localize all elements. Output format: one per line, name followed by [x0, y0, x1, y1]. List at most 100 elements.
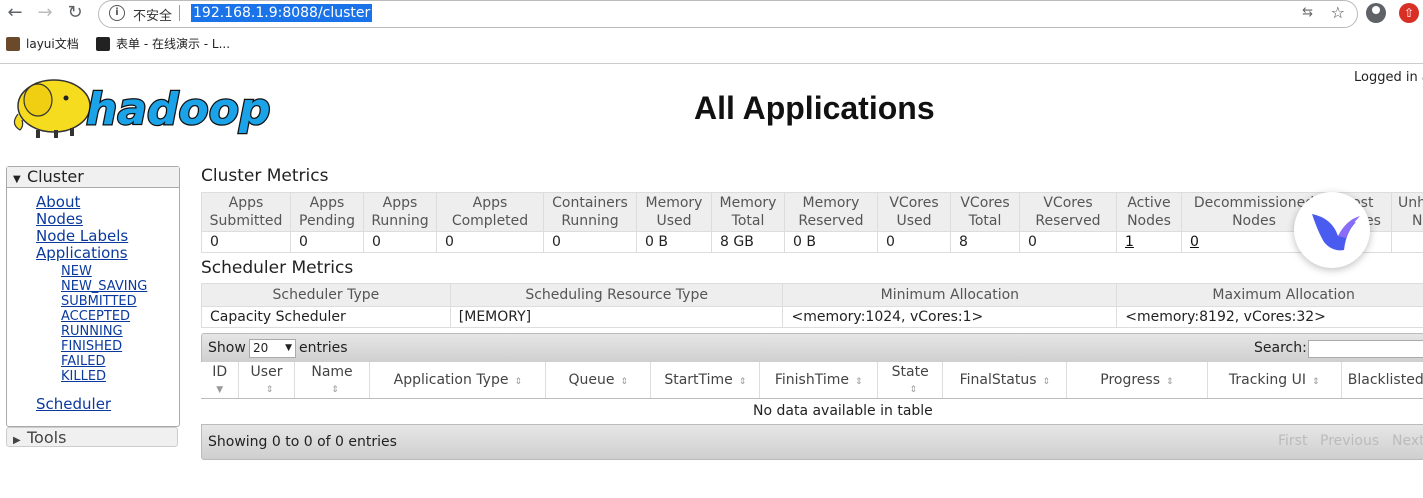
sidebar-state-finished[interactable]: FINISHED	[61, 339, 123, 354]
browser-chrome: ← → ↻ i 不安全 192.168.1.9:8088/cluster ⇆ ☆…	[0, 0, 1423, 64]
metrics-cell: 0	[543, 231, 637, 253]
sidebar-state-killed[interactable]: KILLED	[61, 369, 107, 384]
empty-table-message: No data available in table	[753, 403, 933, 419]
scheduler-metrics-table: Scheduler Type Scheduling Resource Type …	[201, 283, 1423, 328]
metrics-col-header-line2: Reserved	[1035, 213, 1101, 229]
apps-col-state[interactable]: State ⇕	[877, 362, 944, 399]
sort-icon: ⇕	[1166, 377, 1174, 387]
sidebar-item-about[interactable]: About	[36, 193, 81, 211]
back-arrow-icon[interactable]: ←	[7, 2, 23, 23]
datatable-top-bar: Show 20 ▼ entries Search:	[201, 333, 1423, 363]
apps-col-progress[interactable]: Progress ⇕	[1066, 362, 1208, 399]
entries-label: entries	[299, 340, 348, 356]
bookmark-form-demo[interactable]: 表单 - 在线演示 - L...	[96, 35, 230, 52]
apps-col-label: Name	[311, 364, 353, 380]
apps-col-label: Progress	[1100, 372, 1161, 388]
sort-icon: ⇕	[620, 377, 628, 387]
sort-icon: ⇕	[1042, 377, 1051, 387]
translate-icon[interactable]: ⇆	[1302, 5, 1313, 20]
profile-avatar-icon[interactable]	[1366, 3, 1386, 23]
sidebar-state-failed[interactable]: FAILED	[61, 354, 106, 369]
metrics-col-header-line1: Active	[1127, 195, 1171, 211]
bookmark-layui[interactable]: layui文档	[6, 35, 79, 52]
sched-cell-type: Capacity Scheduler	[201, 306, 451, 328]
sidebar-cluster-header[interactable]: ▼ Cluster	[7, 167, 179, 188]
scheduler-metrics-wrapper: Scheduler Type Scheduling Resource Type …	[201, 283, 1423, 329]
apps-col-blacklisted[interactable]: Blacklisted Nod	[1341, 362, 1423, 399]
apps-col-finalstatus[interactable]: FinalStatus⇕	[942, 362, 1068, 399]
apps-col-type[interactable]: Application Type⇕	[369, 362, 547, 399]
metrics-value: 0	[210, 234, 219, 250]
info-icon[interactable]: i	[109, 5, 125, 21]
apps-table: ID▼ User⇕ Name ⇕ Application Type⇕ Queue⇕…	[201, 362, 1423, 423]
metrics-col-header-line1: Unhealthy	[1398, 195, 1423, 211]
sort-icon: ⇕	[331, 385, 339, 395]
apps-col-finishtime[interactable]: FinishTime⇕	[759, 362, 878, 399]
metrics-cell: 0	[363, 231, 437, 253]
apps-col-label: State	[891, 364, 929, 380]
sidebar-item-nodes[interactable]: Nodes	[36, 210, 83, 228]
apps-col-queue[interactable]: Queue⇕	[545, 362, 652, 399]
metrics-value: 8	[959, 234, 968, 250]
sidebar-state-new-saving[interactable]: NEW_SAVING	[61, 279, 148, 294]
sort-desc-icon: ▼	[216, 385, 224, 395]
url-text[interactable]: 192.168.1.9:8088/cluster	[191, 4, 373, 22]
metrics-cell: 0	[1019, 231, 1117, 253]
sidebar-item-node-labels[interactable]: Node Labels	[36, 227, 129, 245]
apps-col-label: Tracking UI	[1228, 372, 1306, 388]
scheduler-metrics-title: Scheduler Metrics	[201, 258, 354, 278]
reload-icon[interactable]: ↻	[67, 2, 83, 23]
sidebar-state-accepted[interactable]: ACCEPTED	[61, 309, 131, 324]
sort-icon: ⇕	[909, 385, 917, 395]
sidebar-state-running[interactable]: RUNNING	[61, 324, 123, 339]
metrics-cell: 8 GB	[711, 231, 785, 253]
apps-col-id[interactable]: ID▼	[201, 362, 240, 399]
sched-col-type: Scheduler Type	[201, 283, 451, 307]
forward-arrow-icon[interactable]: →	[37, 2, 53, 23]
metrics-cell: 1	[1116, 231, 1182, 253]
caret-down-icon: ▼	[13, 174, 21, 185]
metrics-col-header-line1: Apps	[228, 195, 264, 211]
sidebar-cluster-panel: ▼ Cluster About Nodes Node Labels Applica…	[6, 166, 180, 427]
sidebar-links: About Nodes Node Labels Applications NEW…	[7, 188, 179, 426]
pager-previous[interactable]: Previous	[1320, 433, 1380, 449]
sched-cell-max: <memory:8192, vCores:32>	[1116, 306, 1423, 328]
apps-col-user[interactable]: User⇕	[238, 362, 295, 399]
extension-update-icon[interactable]: ⇧	[1399, 3, 1419, 23]
metrics-col-header-line1: Apps	[382, 195, 418, 211]
floating-bird-widget[interactable]	[1294, 192, 1370, 268]
sidebar-item-scheduler[interactable]: Scheduler	[36, 395, 112, 413]
sort-icon: ⇕	[738, 377, 747, 387]
page-size-select[interactable]: 20 ▼	[249, 339, 296, 358]
apps-col-label: FinishTime	[774, 372, 849, 388]
metrics-col-header-line1: Memory	[719, 195, 777, 211]
apps-col-name[interactable]: Name ⇕	[294, 362, 371, 399]
metrics-value-link[interactable]: 0	[1190, 234, 1199, 250]
sidebar-item-applications[interactable]: Applications	[36, 244, 128, 262]
sidebar-state-new[interactable]: NEW	[61, 264, 92, 279]
apps-col-starttime[interactable]: StartTime⇕	[650, 362, 761, 399]
sidebar-state-submitted[interactable]: SUBMITTED	[61, 294, 137, 309]
address-bar[interactable]: i 不安全 192.168.1.9:8088/cluster ⇆ ☆	[98, 0, 1358, 28]
metrics-value-link[interactable]: 1	[1125, 234, 1134, 250]
sidebar-tools-header[interactable]: ▶Tools	[6, 427, 178, 447]
apps-col-tracking-ui[interactable]: Tracking UI ⇕	[1207, 362, 1342, 399]
sidebar-cluster-label: Cluster	[27, 167, 84, 186]
metrics-col-header-line1: VCores	[960, 195, 1010, 211]
search-input[interactable]	[1308, 340, 1423, 358]
pager-first[interactable]: First	[1278, 433, 1308, 449]
pager-next[interactable]: Next	[1392, 433, 1423, 449]
bookmark-star-icon[interactable]: ☆	[1330, 3, 1345, 22]
metrics-col-header-line1: VCores	[1043, 195, 1093, 211]
metrics-col-header-line1: Decommissioned	[1193, 195, 1315, 211]
sched-cell-min: <memory:1024, vCores:1>	[782, 306, 1118, 328]
sched-col-max: Maximum Allocation	[1116, 283, 1423, 307]
sort-icon: ⇕	[1311, 377, 1320, 387]
metrics-value: 0	[445, 234, 454, 250]
